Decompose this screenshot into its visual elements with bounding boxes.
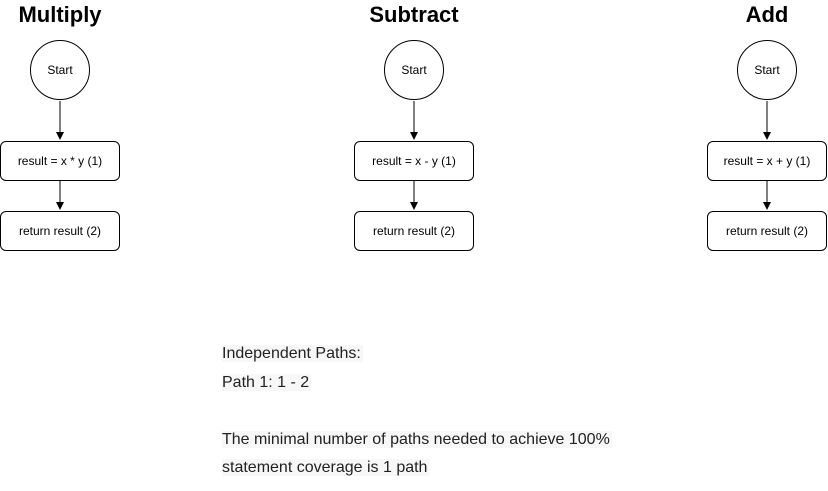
conclusion-line-2: statement coverage is 1 path bbox=[222, 459, 430, 476]
add-title: Add bbox=[745, 2, 789, 27]
paths-heading: Independent Paths: bbox=[222, 345, 363, 362]
add-step2-node: return result (2) bbox=[707, 211, 827, 251]
multiply-title: Multiply bbox=[18, 2, 102, 27]
add-start-node: Start bbox=[737, 40, 797, 100]
multiply-step2-node: return result (2) bbox=[0, 211, 120, 251]
path-1: Path 1: 1 - 2 bbox=[222, 373, 312, 391]
independent-paths-notes: Independent Paths: Path 1: 1 - 2 The min… bbox=[222, 340, 612, 483]
spacer bbox=[222, 397, 612, 426]
multiply-start-node: Start bbox=[30, 40, 90, 100]
multiply-step1-node: result = x * y (1) bbox=[0, 141, 120, 181]
subtract-step2-node: return result (2) bbox=[354, 211, 474, 251]
subtract-title: Subtract bbox=[369, 2, 459, 27]
subtract-start-node: Start bbox=[384, 40, 444, 100]
subtract-step1-node: result = x - y (1) bbox=[354, 141, 474, 181]
conclusion-line-1: The minimal number of paths needed to ac… bbox=[222, 430, 612, 448]
add-step1-node: result = x + y (1) bbox=[707, 141, 827, 181]
